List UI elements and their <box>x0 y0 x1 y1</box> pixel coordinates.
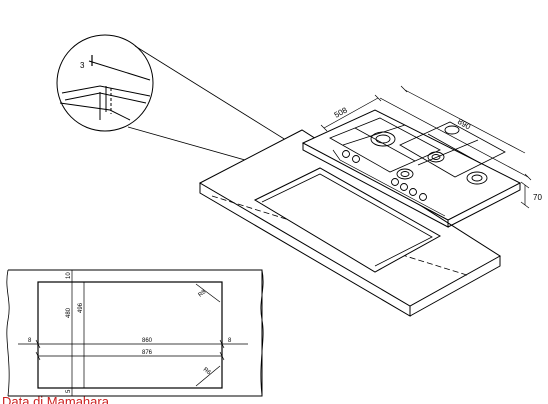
pan-supports <box>329 117 506 178</box>
cutout-right-margin-label: 8 <box>228 338 232 344</box>
corner-radius-top-label: R8 <box>198 289 208 299</box>
control-knobs <box>342 150 427 201</box>
cutout-plan <box>6 269 264 397</box>
gas-hob <box>301 109 522 228</box>
caption-text: Data di Mamahara <box>2 394 109 404</box>
cutout-left-margin-label: 8 <box>28 338 32 344</box>
cutout-top-margin-label: 10 <box>66 272 72 279</box>
burners <box>370 125 488 185</box>
cutout-outer-depth-label: 496 <box>78 302 84 313</box>
hob-dimensions <box>320 85 532 209</box>
hob-height-label: 70 <box>533 193 542 202</box>
detail-magnifier <box>56 34 319 181</box>
hob-depth-label: 508 <box>333 105 349 119</box>
cutout-inner-depth-label: 480 <box>66 307 72 318</box>
cutout-outer-width-label: 876 <box>142 350 153 356</box>
cutout-bottom-margin-label: 5 <box>66 389 72 393</box>
cutout-inner-width-label: 860 <box>142 338 153 344</box>
corner-radius-bottom-label: R6 <box>202 367 212 377</box>
hob-width-label: 890 <box>456 117 473 132</box>
detail-thickness-label: 3 <box>80 61 85 70</box>
worktop <box>198 129 501 317</box>
